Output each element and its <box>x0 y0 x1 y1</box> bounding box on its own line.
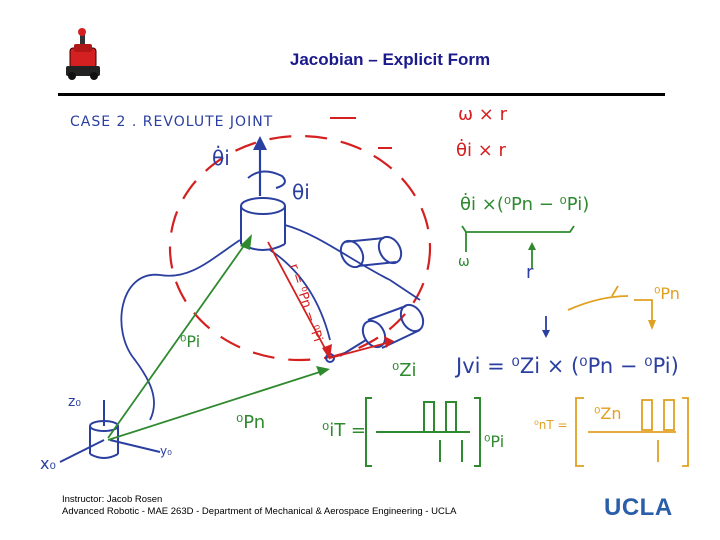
arm-link-outline-3 <box>269 249 331 341</box>
z-i-label: ⁰Zi <box>392 360 417 381</box>
transform-orange-label: ⁰nT = <box>534 418 568 432</box>
base-cylinder <box>59 400 161 463</box>
velocity-arrow <box>329 341 391 359</box>
footer-course: Advanced Robotic - MAE 263D - Department… <box>62 506 457 517</box>
vector-p-i <box>107 239 249 439</box>
transform-matrix-green <box>365 397 481 467</box>
arm-link-outline <box>120 239 241 421</box>
theta-dot-label: θ̇i <box>212 146 230 170</box>
y0-label: y₀ <box>160 444 172 458</box>
p-n-orange-label: ⁰Pn <box>654 284 680 303</box>
x0-label: x₀ <box>40 454 56 473</box>
r-label: r <box>526 262 534 283</box>
title-divider <box>58 93 665 96</box>
footer: Instructor: Jacob Rosen Advanced Robotic… <box>62 494 456 518</box>
vector-r <box>267 241 329 355</box>
theta-label: θi <box>292 180 310 204</box>
link-cylinder <box>339 235 403 269</box>
p-n-label: ⁰Pn <box>236 412 266 433</box>
slide-title: Jacobian – Explicit Form <box>289 50 491 69</box>
z0-label: z₀ <box>68 394 81 410</box>
w-cross-r: ω × r <box>458 104 507 125</box>
orange-annotation <box>567 285 689 467</box>
vector-p-n <box>107 369 327 441</box>
transform-orange-z: ⁰Zn <box>594 404 622 423</box>
transform-p-label: ⁰Pi <box>484 432 505 451</box>
transform-label: ⁰iT = <box>322 420 367 441</box>
thetadot-cross-p: θ̇i ×(⁰Pn − ⁰Pi) <box>460 194 590 215</box>
jacobian-equation: Jvi = ⁰Zi × (⁰Pn − ⁰Pi) <box>456 354 679 378</box>
p-i-label: ⁰Pi <box>180 332 201 351</box>
thetadot-cross-r: θ̇i × r <box>456 140 506 161</box>
w-label: ω <box>458 254 470 270</box>
axis-arrowhead <box>253 136 267 150</box>
case-label: CASE 2 . REVOLUTE JOINT <box>70 114 274 130</box>
rotation-circle <box>168 134 432 362</box>
end-effector-cylinder <box>339 303 425 357</box>
ucla-logo: UCLA <box>604 494 673 521</box>
robot-logo-icon <box>66 28 100 80</box>
footer-instructor: Instructor: Jacob Rosen <box>62 494 163 505</box>
